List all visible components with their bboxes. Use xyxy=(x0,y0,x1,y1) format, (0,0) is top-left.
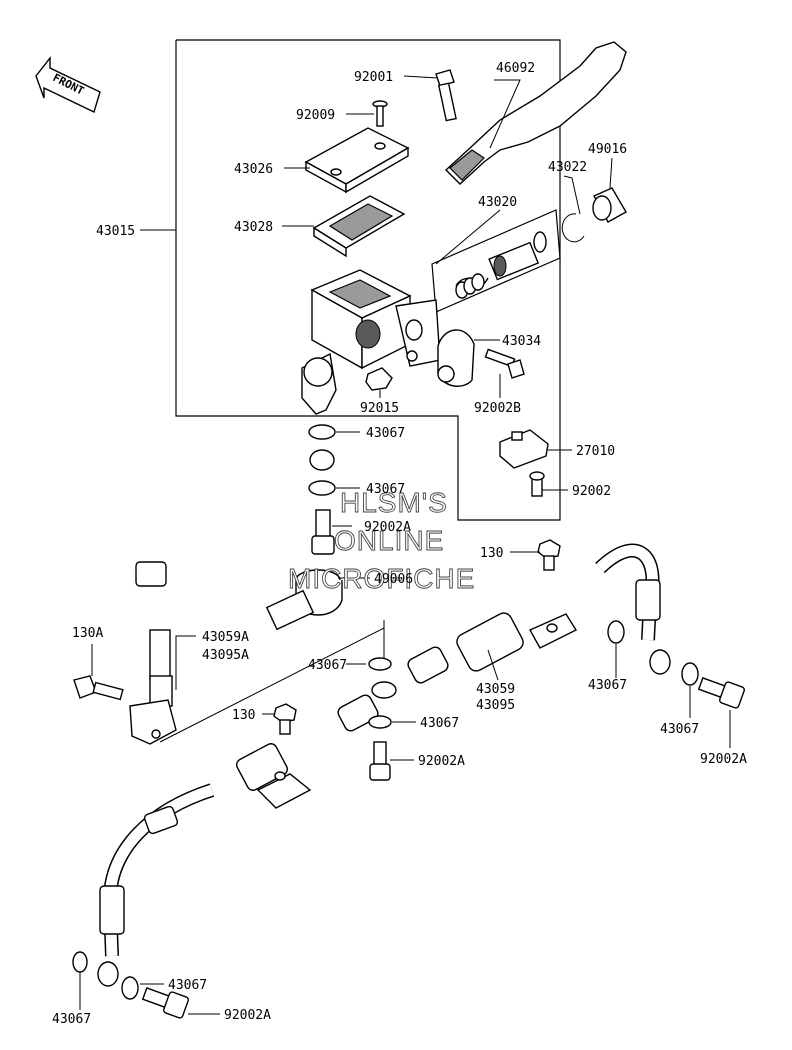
label-92002A-a: 92002A xyxy=(364,520,411,535)
hose-43059A-icon xyxy=(129,457,301,745)
watermark-line-2: ONLINE xyxy=(334,525,444,556)
label-43028: 43028 xyxy=(234,220,273,235)
bolt-92002B-icon xyxy=(484,348,525,379)
label-130-b: 130 xyxy=(232,708,255,723)
banjo-bolt-92002A-d-icon xyxy=(141,987,190,1019)
lever-46092-icon xyxy=(444,41,627,185)
label-43095: 43095 xyxy=(476,698,515,713)
master-cylinder-body-icon xyxy=(301,269,441,415)
label-43067-f: 43067 xyxy=(660,722,699,737)
label-43067-g: 43067 xyxy=(168,978,207,993)
label-43067-h: 43067 xyxy=(52,1012,91,1027)
label-43020: 43020 xyxy=(478,195,517,210)
joint-49006-icon xyxy=(265,569,343,631)
diaphragm-43028-icon xyxy=(312,195,406,258)
label-130A: 130A xyxy=(72,626,103,641)
switch-27010-icon xyxy=(499,429,549,469)
label-130-a: 130 xyxy=(480,546,503,561)
washer-43067-h-icon xyxy=(121,976,139,1000)
washer-43067-b-icon xyxy=(308,480,336,496)
circlip-43022-icon xyxy=(561,213,585,243)
screw-92009-icon xyxy=(372,100,388,127)
label-43067-e: 43067 xyxy=(420,716,459,731)
piston-kit-43020-icon xyxy=(431,209,561,313)
washer-43067-f-icon xyxy=(681,662,699,686)
label-43095A: 43095A xyxy=(202,648,249,663)
label-92002B: 92002B xyxy=(474,401,521,416)
label-43022: 43022 xyxy=(548,160,587,175)
guide-line-a xyxy=(159,627,385,743)
assembly-box-43015 xyxy=(175,39,561,521)
label-92002: 92002 xyxy=(572,484,611,499)
label-92002A-b: 92002A xyxy=(418,754,465,769)
clamp-43034-icon xyxy=(437,329,475,387)
label-27010: 27010 xyxy=(576,444,615,459)
nut-92015-icon xyxy=(365,367,393,391)
label-92001: 92001 xyxy=(354,70,393,85)
splitter-43059-icon xyxy=(208,551,624,809)
banjo-bolt-92002A-a-icon xyxy=(311,509,335,555)
bolt-130-a-icon xyxy=(537,539,561,571)
bolt-130A-icon xyxy=(73,675,124,701)
banjo-bolt-92002A-c-icon xyxy=(697,677,746,709)
leader-lines xyxy=(79,75,731,1015)
label-46092: 46092 xyxy=(496,61,535,76)
label-92009: 92009 xyxy=(296,108,335,123)
bolt-92001-icon xyxy=(435,69,457,122)
label-43067-b: 43067 xyxy=(366,482,405,497)
banjo-bolt-92002A-b-icon xyxy=(369,741,391,781)
washer-43067-d-icon xyxy=(368,715,392,729)
label-92002A-c: 92002A xyxy=(700,752,747,767)
boot-49016-icon xyxy=(592,187,627,223)
label-92002A-d: 92002A xyxy=(224,1008,271,1023)
hose-right-icon xyxy=(595,543,671,675)
bolt-130-b-icon xyxy=(273,703,297,735)
label-43015: 43015 xyxy=(96,224,135,239)
label-43067-d: 43067 xyxy=(588,678,627,693)
label-49016: 49016 xyxy=(588,142,627,157)
label-43026: 43026 xyxy=(234,162,273,177)
label-43034: 43034 xyxy=(502,334,541,349)
label-92015: 92015 xyxy=(360,401,399,416)
front-arrow-icon: FRONT xyxy=(35,55,101,113)
cap-43026-icon xyxy=(304,127,410,194)
screw-92002-icon xyxy=(529,471,545,497)
label-43059: 43059 xyxy=(476,682,515,697)
watermark-line-1: HLSM'S xyxy=(340,487,448,518)
label-43067-a: 43067 xyxy=(366,426,405,441)
label-43067-c: 43067 xyxy=(308,658,347,673)
hose-lower-left-icon xyxy=(97,783,215,987)
watermark: HLSM'S ONLINE MICROFICHE xyxy=(288,487,475,595)
washer-43067-e-icon xyxy=(607,620,625,644)
banjo-eye-icon xyxy=(309,449,335,471)
label-43059A: 43059A xyxy=(202,630,249,645)
label-49006: 49006 xyxy=(374,572,413,587)
washer-43067-a-icon xyxy=(308,424,336,440)
washer-43067-g-icon xyxy=(72,951,88,973)
washer-43067-c-icon xyxy=(368,657,392,671)
watermark-line-3: MICROFICHE xyxy=(288,563,475,594)
